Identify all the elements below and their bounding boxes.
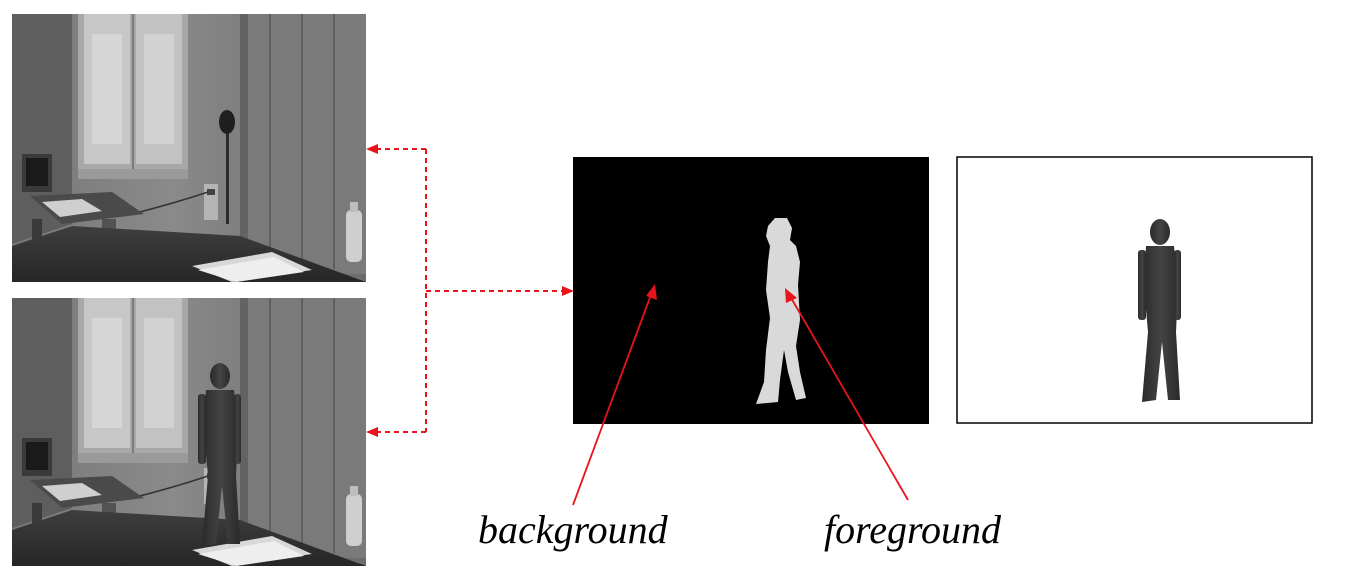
input-frame-with-person — [12, 298, 366, 566]
dashed-arrow-heads — [366, 144, 574, 437]
arrow-head-top — [366, 144, 378, 154]
arrow-head-mask — [562, 286, 574, 296]
background-pointer — [572, 291, 653, 506]
frame-background-image — [12, 14, 366, 282]
foreground-label: foreground — [824, 507, 1002, 552]
foreground-pointer — [789, 295, 909, 501]
background-label: background — [478, 507, 668, 552]
input-frame-background — [12, 14, 366, 282]
annotation-arrow-heads — [646, 284, 797, 303]
mask-background-region — [573, 157, 929, 424]
foreground-mask — [573, 157, 929, 424]
mask-foreground-silhouette — [756, 218, 806, 404]
background-pointer-head — [646, 284, 657, 300]
annotation-arrows — [572, 291, 909, 506]
extracted-frame-border — [956, 156, 1313, 424]
frame-person-image — [12, 298, 366, 566]
foreground-pointer-head — [785, 288, 797, 303]
arrow-head-bottom — [366, 427, 378, 437]
dashed-input-arrows — [376, 148, 564, 433]
extracted-person-frame — [956, 156, 1313, 424]
